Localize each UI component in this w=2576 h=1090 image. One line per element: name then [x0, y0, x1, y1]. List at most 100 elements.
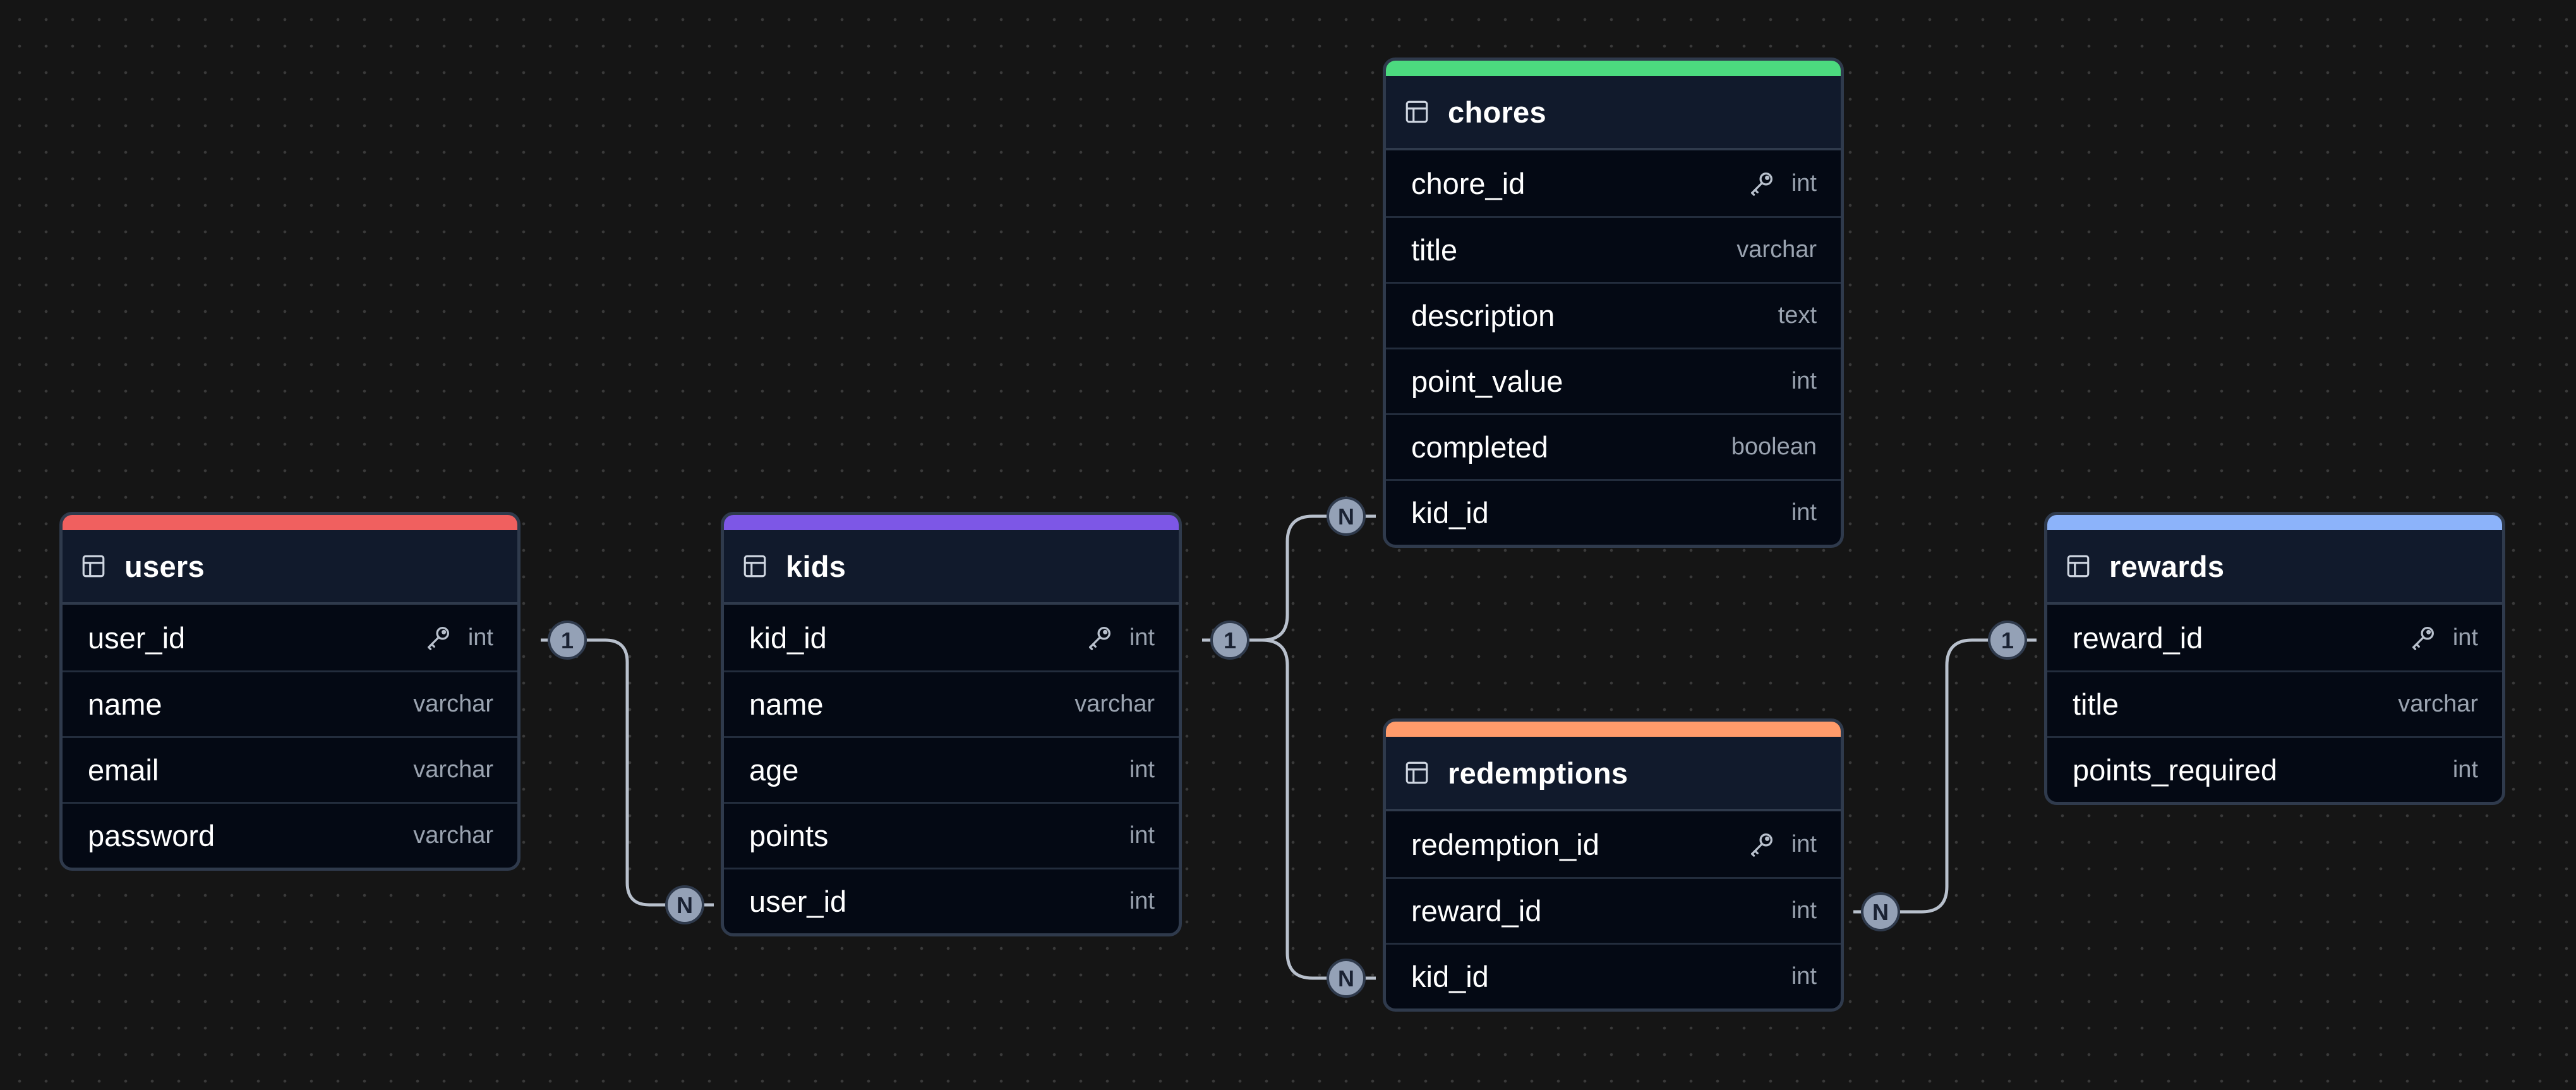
- column-type: int: [1129, 756, 1155, 783]
- table-icon: [80, 553, 107, 579]
- table-header[interactable]: users: [63, 530, 517, 605]
- table-accent-bar: [724, 515, 1179, 530]
- column-name: title: [1411, 233, 1458, 267]
- rel-kids-chores-many-badge: N: [1327, 497, 1366, 536]
- column-type: varchar: [413, 756, 493, 783]
- column-type: int: [2452, 624, 2478, 651]
- table-name: rewards: [2109, 549, 2225, 583]
- column-row[interactable]: user_id int: [63, 605, 517, 670]
- column-type: int: [1791, 368, 1817, 394]
- table-accent-bar: [1386, 722, 1841, 737]
- column-row[interactable]: points int: [724, 802, 1179, 868]
- column-row[interactable]: description text: [1386, 282, 1841, 348]
- column-type: int: [1129, 624, 1155, 651]
- column-name: email: [88, 753, 159, 787]
- column-type: varchar: [2398, 691, 2478, 717]
- svg-text:N: N: [1338, 966, 1354, 991]
- column-name: title: [2073, 687, 2119, 721]
- rel-rewards-redemptions-line[interactable]: [1896, 638, 1990, 914]
- column-row[interactable]: kid_id int: [1386, 943, 1841, 1008]
- rel-rewards-redemptions-many-badge: N: [1861, 892, 1900, 931]
- table-header[interactable]: kids: [724, 530, 1179, 605]
- svg-text:1: 1: [2001, 627, 2014, 653]
- column-type: int: [1129, 888, 1155, 914]
- rel-kids-one-badge: 1: [1210, 621, 1249, 660]
- column-name: user_id: [88, 621, 186, 655]
- column-name: name: [88, 687, 162, 721]
- column-name: name: [749, 687, 824, 721]
- svg-text:1: 1: [561, 627, 574, 653]
- table-header[interactable]: redemptions: [1386, 737, 1841, 811]
- primary-key-icon: [1747, 830, 1776, 859]
- column-name: completed: [1411, 430, 1548, 464]
- column-name: user_id: [749, 885, 847, 918]
- column-type: int: [1791, 897, 1817, 924]
- rel-kids-chores-line[interactable]: [1243, 514, 1329, 642]
- column-row[interactable]: password varchar: [63, 802, 517, 868]
- column-name: redemption_id: [1411, 827, 1599, 861]
- primary-key-icon: [424, 623, 453, 652]
- column-row[interactable]: kid_id int: [1386, 479, 1841, 545]
- column-name: points: [749, 819, 829, 852]
- svg-text:N: N: [1338, 504, 1354, 530]
- table-name: redemptions: [1448, 756, 1628, 790]
- table-icon: [1404, 99, 1430, 125]
- column-row[interactable]: reward_id int: [1386, 877, 1841, 943]
- column-row[interactable]: email varchar: [63, 736, 517, 802]
- column-name: kid_id: [1411, 496, 1489, 530]
- svg-text:N: N: [677, 892, 693, 918]
- table-name: kids: [786, 549, 846, 583]
- table-icon: [742, 553, 768, 579]
- table-icon: [2065, 553, 2091, 579]
- column-name: password: [88, 819, 215, 852]
- column-type: varchar: [413, 822, 493, 849]
- column-type: int: [1129, 822, 1155, 849]
- svg-text:1: 1: [1224, 627, 1236, 653]
- column-type: int: [467, 624, 493, 651]
- column-row[interactable]: user_id int: [724, 868, 1179, 933]
- column-name: points_required: [2073, 753, 2277, 787]
- table-accent-bar: [63, 515, 517, 530]
- svg-text:N: N: [1872, 899, 1889, 925]
- column-type: int: [1791, 830, 1817, 857]
- column-name: description: [1411, 299, 1555, 332]
- column-type: int: [1791, 169, 1817, 197]
- column-type: boolean: [1731, 433, 1817, 460]
- column-type: int: [1791, 963, 1817, 990]
- column-name: reward_id: [1411, 894, 1542, 928]
- rel-kids-redemptions-line[interactable]: [1261, 638, 1329, 980]
- table-icon: [1404, 760, 1430, 786]
- column-type: text: [1778, 302, 1817, 329]
- rel-users-kids-many-badge: N: [665, 885, 704, 924]
- column-row[interactable]: title varchar: [2047, 670, 2502, 736]
- column-row[interactable]: redemption_id int: [1386, 811, 1841, 877]
- rel-kids-redemptions-many-badge: N: [1327, 959, 1366, 998]
- rel-rewards-redemptions-one-badge: 1: [1988, 621, 2027, 660]
- column-name: kid_id: [1411, 960, 1489, 993]
- table-header[interactable]: rewards: [2047, 530, 2502, 605]
- table-header[interactable]: chores: [1386, 76, 1841, 150]
- primary-key-icon: [1747, 169, 1776, 198]
- table-name: chores: [1448, 95, 1546, 129]
- rel-users-kids-line[interactable]: [581, 638, 667, 907]
- column-row[interactable]: completed boolean: [1386, 413, 1841, 479]
- column-type: int: [1791, 499, 1817, 526]
